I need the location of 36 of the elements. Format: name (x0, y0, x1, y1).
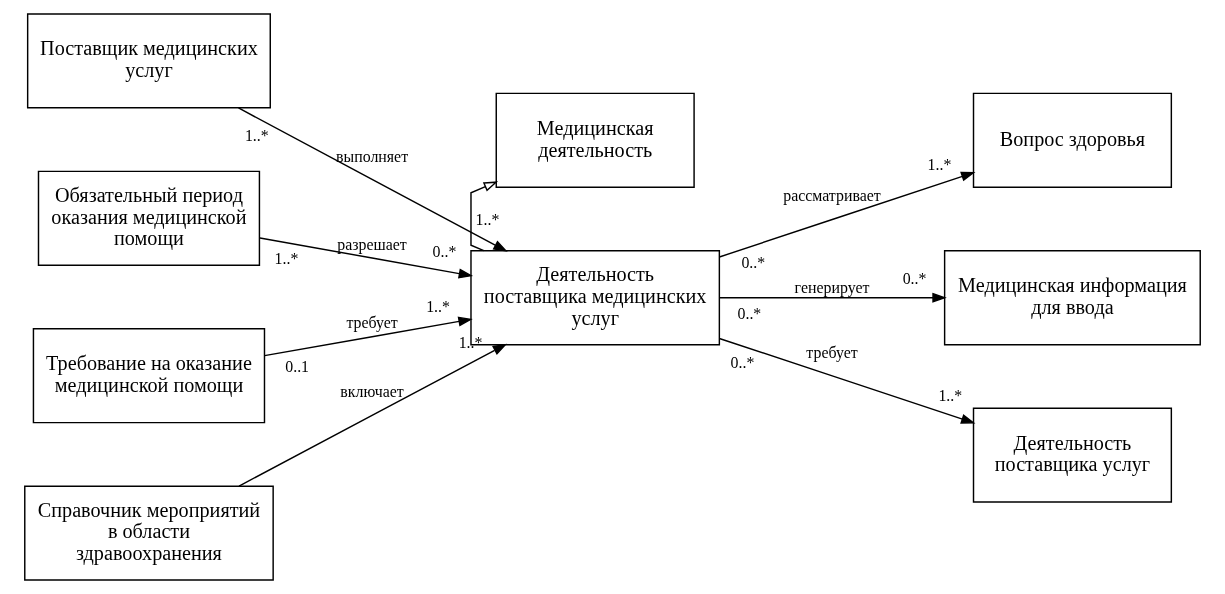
arrow (238, 343, 508, 487)
arrow (718, 171, 976, 258)
node-box: Справочник мероприятий в области здравоохранения (24, 485, 274, 581)
label: 0..* (902, 270, 927, 288)
node-box: Вопрос здоровья (972, 92, 1173, 188)
node-box: Обязательный период оказания медицинской помощи (37, 170, 261, 266)
edge-label: генерирует (794, 279, 870, 297)
label: 1..* (938, 386, 963, 404)
arrow (470, 181, 499, 252)
edge-label: рассматривает (783, 186, 881, 204)
edge-label: разрешает (337, 235, 407, 253)
node-box: Медицинская информация для ввода (943, 250, 1201, 346)
label: 0..* (741, 254, 766, 272)
arrow (237, 107, 508, 252)
label: 0..* (730, 354, 755, 372)
label: 1..* (426, 297, 450, 315)
label: 0..* (737, 305, 762, 323)
label: 0..* (432, 243, 457, 261)
label: 1..* (475, 211, 500, 229)
arrow (718, 292, 947, 303)
label: 1..* (274, 250, 299, 268)
label: 1..* (927, 155, 952, 173)
arrow (259, 237, 474, 279)
node-box: Деятельность поставщика услуг (972, 407, 1173, 503)
node-box: Медицинская деятельность (495, 92, 695, 188)
node-box: Требование на оказание медицинской помощи (32, 328, 266, 424)
label: 1..* (244, 127, 269, 145)
edge-label: требует (806, 344, 858, 362)
edge-label: требует (346, 313, 398, 331)
label: 0..1 (285, 357, 310, 375)
arrow (718, 337, 976, 424)
edge-label: выполняет (336, 147, 409, 165)
edge-label: включает (340, 383, 404, 401)
node-box: Поставщик медицинских услуг (26, 13, 271, 109)
label: 1..* (458, 333, 483, 351)
arrow (263, 316, 473, 357)
